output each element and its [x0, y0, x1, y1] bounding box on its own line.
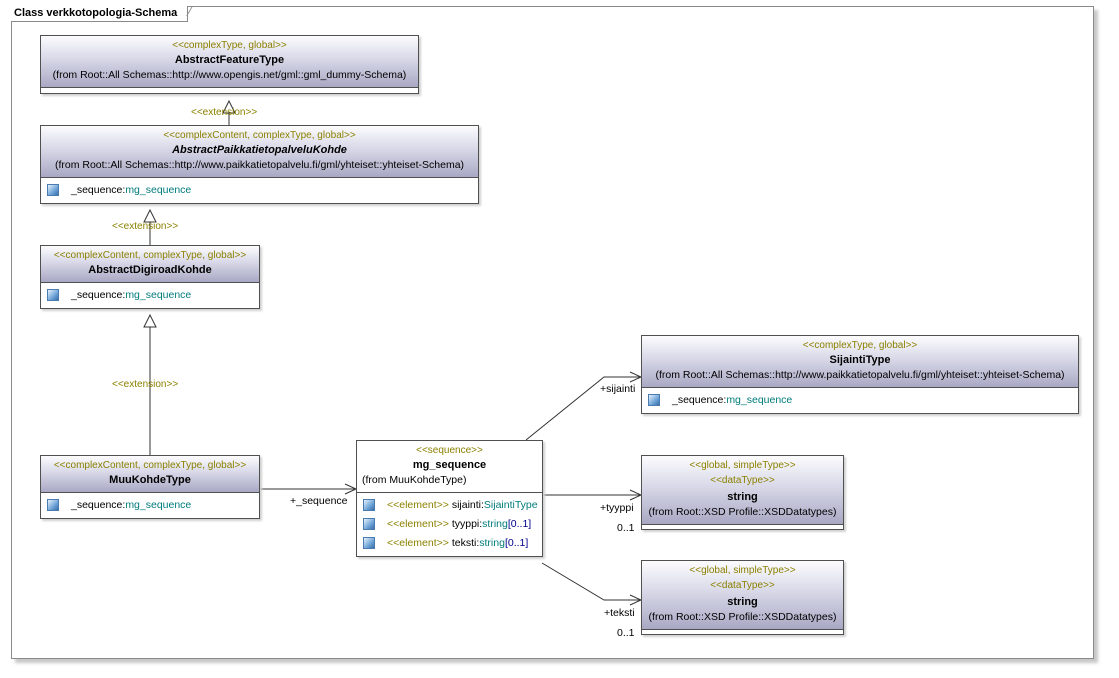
- attribute-type-link[interactable]: mg_sequence: [726, 394, 793, 406]
- element-type-link[interactable]: string: [479, 537, 505, 549]
- class-name: AbstractDigiroadKohde: [88, 264, 212, 276]
- element-type-link[interactable]: string: [482, 518, 508, 530]
- attribute-compartment: [642, 525, 843, 529]
- attribute-name: _sequence: [71, 499, 123, 511]
- attribute-row[interactable]: _sequence:mg_sequence: [47, 496, 253, 515]
- element-type-link[interactable]: SijaintiType: [483, 499, 538, 511]
- sequence-role-label: +_sequence: [290, 495, 348, 507]
- class-abstract-feature-type[interactable]: <<complexType, global>> AbstractFeatureT…: [40, 35, 419, 94]
- element-multiplicity: [0..1]: [504, 537, 529, 549]
- class-name: mg_sequence: [412, 459, 487, 471]
- class-name: AbstractFeatureType: [174, 54, 285, 66]
- class-mg-sequence[interactable]: <<sequence>> mg_sequence (from MuuKohdeT…: [356, 440, 543, 557]
- attribute-type-link[interactable]: mg_sequence: [125, 184, 192, 196]
- extension-label-2: <<extension>>: [112, 221, 179, 232]
- class-name: AbstractPaikkatietopalveluKohde: [172, 144, 347, 156]
- class-name: MuuKohdeType: [109, 474, 191, 486]
- class-sijainti-type[interactable]: <<complexType, global>> SijaintiType (fr…: [641, 335, 1079, 414]
- element-stereotype: <<element>>: [387, 518, 449, 530]
- element-icon: [363, 537, 375, 550]
- element-multiplicity: [0..1]: [507, 518, 532, 530]
- element-row-tyyppi[interactable]: <<element>> tyyppi:string[0..1]: [363, 515, 536, 534]
- diagram-frame: [11, 6, 1094, 659]
- element-stereotype: <<element>>: [387, 537, 449, 549]
- attribute-compartment: [642, 630, 843, 634]
- sijainti-association-line[interactable]: [525, 376, 641, 441]
- element-icon: [363, 518, 375, 531]
- class-origin: (from Root::All Schemas::http://www.open…: [52, 69, 407, 81]
- element-name: tyyppi: [451, 518, 480, 530]
- element-name: teksti: [451, 537, 477, 549]
- element-row-sijainti[interactable]: <<element>> sijainti:SijaintiType: [363, 496, 538, 515]
- extension-label-3: <<extension>>: [112, 379, 179, 390]
- extension-arrowhead-1: [222, 99, 236, 114]
- class-origin: (from Root::All Schemas::http://www.paik…: [655, 369, 1065, 381]
- teksti-association-line[interactable]: [541, 562, 641, 601]
- teksti-role-label: +teksti: [604, 607, 635, 619]
- element-name: sijainti: [451, 499, 481, 511]
- extension-arrowhead-3: [143, 313, 157, 328]
- extension-label-1: <<extension>>: [191, 107, 258, 118]
- element-stereotype: <<element>>: [387, 499, 449, 511]
- class-name: SijaintiType: [829, 354, 891, 366]
- attribute-row[interactable]: _sequence:mg_sequence: [648, 391, 1072, 410]
- attribute-icon: [47, 184, 59, 197]
- frame-title: Class verkkotopologia-Schema: [11, 6, 189, 22]
- attribute-row[interactable]: _sequence:mg_sequence: [47, 286, 253, 305]
- attribute-compartment: _sequence:mg_sequence: [41, 283, 259, 308]
- stereotype-label-2: <<dataType>>: [710, 580, 775, 591]
- attribute-row[interactable]: _sequence:mg_sequence: [47, 181, 472, 200]
- class-name: string: [727, 491, 758, 503]
- class-name: string: [727, 596, 758, 608]
- class-origin: (from MuuKohdeType): [362, 474, 467, 486]
- teksti-multiplicity-label: 0..1: [617, 627, 635, 639]
- attribute-compartment: [41, 88, 418, 93]
- tyyppi-role-label: +tyyppi: [600, 502, 634, 514]
- attribute-icon: [47, 289, 59, 302]
- stereotype-label: <<global, simpleType>>: [689, 460, 796, 471]
- class-origin: (from Root::XSD Profile::XSDDatatypes): [648, 611, 837, 623]
- class-string-teksti[interactable]: <<global, simpleType>> <<dataType>> stri…: [641, 560, 844, 635]
- stereotype-label: <<global, simpleType>>: [689, 565, 796, 576]
- attribute-compartment: _sequence:mg_sequence: [41, 493, 259, 518]
- stereotype-label: <<complexType, global>>: [802, 340, 918, 351]
- element-icon: [363, 499, 375, 512]
- class-abstract-digiroad-kohde[interactable]: <<complexContent, complexType, global>> …: [40, 245, 260, 309]
- attribute-type-link[interactable]: mg_sequence: [125, 499, 192, 511]
- stereotype-label: <<complexType, global>>: [172, 40, 287, 51]
- stereotype-label: <<complexContent, complexType, global>>: [163, 130, 356, 141]
- class-string-tyyppi[interactable]: <<global, simpleType>> <<dataType>> stri…: [641, 455, 844, 530]
- class-muu-kohde-type[interactable]: <<complexContent, complexType, global>> …: [40, 455, 260, 519]
- attribute-compartment: _sequence:mg_sequence: [642, 388, 1078, 413]
- class-origin: (from Root::All Schemas::http://www.paik…: [54, 159, 465, 171]
- attribute-name: _sequence: [71, 289, 123, 301]
- stereotype-label: <<complexContent, complexType, global>>: [53, 250, 247, 261]
- attribute-compartment: _sequence:mg_sequence: [41, 178, 478, 203]
- element-compartment: <<element>> sijainti:SijaintiType <<elem…: [357, 493, 542, 556]
- attribute-icon: [648, 394, 660, 407]
- class-origin: (from Root::XSD Profile::XSDDatatypes): [648, 506, 837, 518]
- sijainti-role-label: +sijainti: [600, 383, 636, 395]
- attribute-name: _sequence: [71, 184, 123, 196]
- extension-arrowhead-2: [143, 208, 157, 223]
- stereotype-label-2: <<dataType>>: [710, 475, 775, 486]
- stereotype-label: <<sequence>>: [416, 445, 483, 456]
- stereotype-label: <<complexContent, complexType, global>>: [53, 460, 247, 471]
- attribute-type-link[interactable]: mg_sequence: [125, 289, 192, 301]
- class-abstract-paikkatietopalvelu-kohde[interactable]: <<complexContent, complexType, global>> …: [40, 125, 479, 204]
- attribute-name: _sequence: [672, 394, 724, 406]
- element-row-teksti[interactable]: <<element>> teksti:string[0..1]: [363, 534, 536, 553]
- attribute-icon: [47, 499, 59, 512]
- tyyppi-multiplicity-label: 0..1: [617, 522, 635, 534]
